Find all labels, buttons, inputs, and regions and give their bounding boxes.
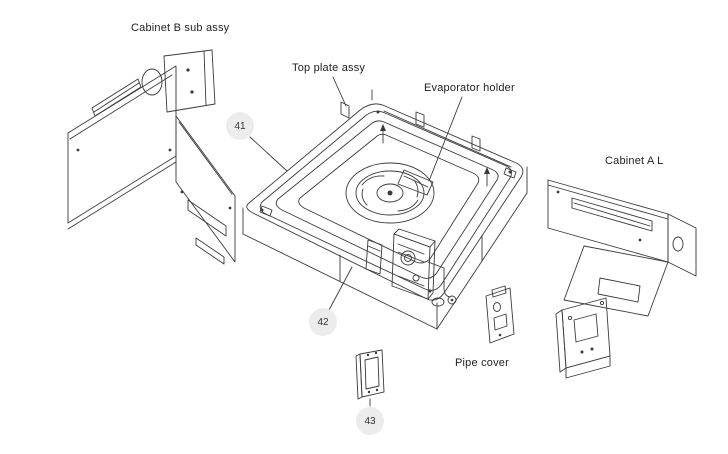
pipe — [427, 261, 451, 298]
part-43-body — [359, 349, 385, 398]
cabinet-a-label: Cabinet A L — [605, 155, 664, 167]
evaporator-holder-bracket — [397, 169, 434, 196]
balloon-43: 43 — [356, 407, 384, 435]
cabinet-b-right-panel — [175, 115, 236, 263]
cabinet-a-part — [547, 179, 697, 379]
top-plate-label: Top plate assy — [292, 62, 366, 74]
leader-line-top-plate — [332, 76, 347, 107]
cabinet-b-hole — [141, 68, 163, 96]
part-43-bracket — [355, 349, 385, 400]
fan-outer-ring — [345, 162, 435, 224]
top-plate-outer-rim — [246, 103, 524, 301]
top-plate-tab — [471, 135, 481, 152]
pipe-cover-label: Pipe cover — [455, 357, 509, 369]
balloon-42-number: 42 — [317, 316, 329, 328]
up-arrow-icon — [484, 167, 490, 174]
evaporator-holder-label: Evaporator holder — [424, 82, 515, 94]
top-plate-tab — [340, 101, 350, 119]
cabinet-b-bracket — [163, 49, 216, 113]
pipe-cover-body — [485, 287, 515, 344]
front-left-wall-bottom — [242, 233, 438, 330]
top-plate-tab — [415, 111, 425, 128]
cabinet-a-top-panel — [547, 179, 669, 263]
cabinet-b-slot-lower — [187, 199, 227, 237]
pipe-cover-part — [485, 285, 515, 344]
top-plate-inner-rim — [259, 110, 512, 291]
cabinet-a-hole — [672, 236, 684, 252]
cabinet-a-lower-face — [563, 245, 669, 317]
leader-lines — [249, 76, 463, 407]
leader-line-evaporator-holder — [428, 96, 463, 182]
cabinet-b-slot-upper — [91, 78, 142, 117]
balloon-41-number: 41 — [234, 120, 246, 132]
cabinet-b-label: Cabinet B sub assy — [131, 22, 230, 34]
up-arrow-icon — [380, 124, 386, 131]
leader-line-balloon-41 — [249, 136, 288, 172]
cabinet-a-slot — [571, 197, 653, 232]
main-unit-part — [242, 89, 528, 330]
cabinet-a-right-wing — [667, 213, 697, 277]
cabinet-b-part — [67, 49, 236, 265]
balloon-42: 42 — [309, 308, 337, 336]
balloon-41: 41 — [226, 112, 254, 140]
balloon-43-number: 43 — [364, 415, 376, 427]
leader-line-balloon-42 — [328, 266, 353, 311]
